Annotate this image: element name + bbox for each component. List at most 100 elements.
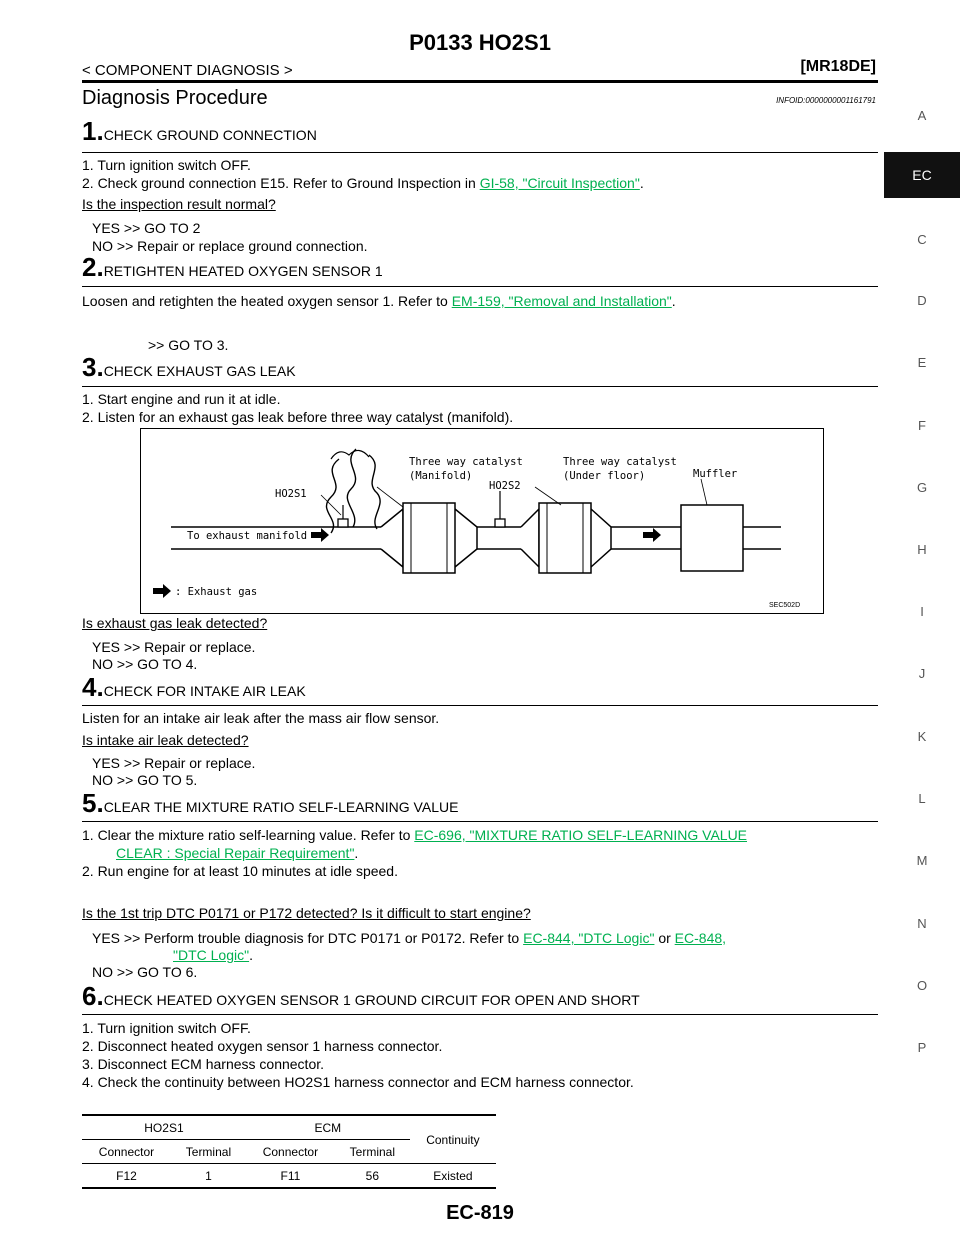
link-ec-696-cont[interactable]: CLEAR : Special Repair Requirement": [116, 845, 355, 861]
label-muffler: Muffler: [693, 468, 737, 480]
step-5-header: 5.CLEAR THE MIXTURE RATIO SELF-LEARNING …: [82, 790, 878, 822]
table-cell: 56: [334, 1163, 410, 1189]
table-cell: F11: [245, 1163, 335, 1189]
step-6-line-2: 2. Disconnect heated oxygen sensor 1 har…: [82, 1038, 443, 1054]
header-rule: [82, 80, 878, 83]
label-ho2s1: HO2S1: [275, 488, 307, 500]
side-index-n[interactable]: N: [917, 916, 927, 931]
step-4-question: Is intake air leak detected?: [82, 732, 249, 748]
smoke-icon: [325, 458, 340, 534]
label-three-way-under: Three way catalyst: [563, 456, 677, 468]
table-cell: 1: [170, 1163, 246, 1189]
side-index-o[interactable]: O: [916, 978, 928, 993]
step-heading: CHECK EXHAUST GAS LEAK: [103, 363, 296, 379]
side-index-g[interactable]: G: [916, 480, 928, 495]
side-index-m[interactable]: M: [916, 853, 928, 868]
link-ec-848-cont[interactable]: "DTC Logic": [173, 947, 250, 963]
side-index-k[interactable]: K: [917, 729, 927, 744]
step-1-header: 1.CHECK GROUND CONNECTION: [82, 118, 878, 153]
step-number: 1.: [82, 116, 104, 146]
side-index-ec[interactable]: EC: [884, 152, 960, 198]
side-index-f[interactable]: F: [918, 418, 926, 433]
link-ec-844[interactable]: EC-844, "DTC Logic": [523, 930, 655, 946]
flow-arrow-icon: [643, 528, 661, 542]
step-number: 2.: [82, 252, 104, 282]
side-index-a[interactable]: A: [917, 108, 927, 123]
table-header-row: HO2S1 ECM Continuity: [82, 1114, 496, 1164]
section-title: Diagnosis Procedure: [82, 87, 268, 109]
step-2-header: 2.RETIGHTEN HEATED OXYGEN SENSOR 1: [82, 254, 878, 287]
label-to-exhaust-manifold: To exhaust manifold: [187, 530, 307, 542]
table-row: F12 1 F11 56 Existed: [82, 1163, 496, 1189]
link-ec-848[interactable]: EC-848,: [674, 930, 727, 946]
th-ecm: ECM: [245, 1114, 410, 1140]
step-3-line-1: 1. Start engine and run it at idle.: [82, 391, 281, 407]
th-terminal: Terminal: [334, 1139, 410, 1164]
step-2-go: >> GO TO 3.: [148, 337, 229, 353]
side-index-h[interactable]: H: [917, 542, 927, 557]
step-heading: RETIGHTEN HEATED OXYGEN SENSOR 1: [103, 263, 383, 279]
flow-arrow-icon: [311, 528, 329, 542]
step-3-no: NO >> GO TO 4.: [92, 656, 198, 672]
step-1-line-1: 1. Turn ignition switch OFF.: [82, 157, 251, 173]
exhaust-diagram: Three way catalyst (Manifold) Three way …: [140, 428, 824, 614]
step-4-yes: YES >> Repair or replace.: [92, 755, 256, 771]
info-id: INFOID:0000000001161791: [776, 96, 876, 105]
smoke-icon: [346, 448, 357, 528]
th-ho2s1: HO2S1: [82, 1114, 246, 1140]
step-6-line-3: 3. Disconnect ECM harness connector.: [82, 1056, 325, 1072]
th-connector: Connector: [245, 1139, 335, 1164]
table-cell: Existed: [409, 1163, 496, 1189]
step-1-no: NO >> Repair or replace ground connectio…: [92, 238, 368, 254]
side-index-e[interactable]: E: [917, 355, 927, 370]
step-1-yes: YES >> GO TO 2: [92, 220, 201, 236]
legend-arrow-icon: [153, 584, 171, 598]
step-number: 4.: [82, 672, 104, 702]
ho2s1-sensor-icon: [337, 518, 349, 528]
side-index-i[interactable]: I: [920, 604, 924, 619]
side-index-j[interactable]: J: [918, 666, 926, 681]
figure-code: SEC502D: [769, 602, 800, 609]
th-terminal: Terminal: [170, 1139, 246, 1164]
side-index-l[interactable]: L: [918, 791, 926, 806]
step-5-no: NO >> GO TO 6.: [92, 964, 198, 980]
step-number: 3.: [82, 352, 104, 382]
step-heading: CHECK FOR INTAKE AIR LEAK: [103, 683, 306, 699]
step-5-line-2: 2. Run engine for at least 10 minutes at…: [82, 863, 398, 879]
step-1-question: Is the inspection result normal?: [82, 196, 276, 212]
th-connector: Connector: [82, 1139, 171, 1164]
step-6-line-1: 1. Turn ignition switch OFF.: [82, 1020, 251, 1036]
step-5-question: Is the 1st trip DTC P0171 or P172 detect…: [82, 905, 531, 921]
step-6-header: 6.CHECK HEATED OXYGEN SENSOR 1 GROUND CI…: [82, 983, 878, 1015]
breadcrumb: < COMPONENT DIAGNOSIS >: [82, 62, 293, 79]
step-5-yes-cont: "DTC Logic".: [173, 947, 253, 963]
smoke-icon: [368, 454, 381, 530]
step-3-line-2: 2. Listen for an exhaust gas leak before…: [82, 409, 514, 425]
step-heading: CLEAR THE MIXTURE RATIO SELF-LEARNING VA…: [103, 799, 459, 815]
continuity-table: HO2S1 ECM Continuity Connector Terminal …: [82, 1114, 496, 1189]
page-title: P0133 HO2S1: [409, 30, 551, 55]
side-index-c[interactable]: C: [917, 232, 927, 247]
step-heading: CHECK HEATED OXYGEN SENSOR 1 GROUND CIRC…: [103, 992, 640, 1008]
th-continuity: Continuity: [409, 1114, 496, 1164]
step-2-line-1: Loosen and retighten the heated oxygen s…: [82, 293, 676, 309]
step-4-header: 4.CHECK FOR INTAKE AIR LEAK: [82, 674, 878, 706]
link-ec-696[interactable]: EC-696, "MIXTURE RATIO SELF-LEARNING VAL…: [414, 827, 748, 843]
label-three-way-manifold: Three way catalyst: [409, 456, 523, 468]
table-cell: F12: [82, 1163, 171, 1189]
step-3-question: Is exhaust gas leak detected?: [82, 615, 268, 631]
engine-code: [MR18DE]: [800, 58, 876, 75]
label-under-floor: (Under floor): [563, 470, 645, 482]
step-3-header: 3.CHECK EXHAUST GAS LEAK: [82, 354, 878, 387]
label-ho2s2: HO2S2: [489, 480, 521, 492]
step-4-no: NO >> GO TO 5.: [92, 772, 198, 788]
label-manifold: (Manifold): [409, 470, 472, 482]
table-subheader-row: Connector Terminal Connector Terminal: [82, 1139, 496, 1164]
side-index-p[interactable]: P: [917, 1040, 927, 1055]
muffler-icon: [680, 504, 744, 572]
side-index-d[interactable]: D: [917, 293, 927, 308]
link-gi-58[interactable]: GI-58, "Circuit Inspection": [479, 175, 640, 191]
link-em-159[interactable]: EM-159, "Removal and Installation": [451, 293, 672, 309]
step-1-line-2: 2. Check ground connection E15. Refer to…: [82, 175, 644, 191]
ho2s2-sensor-icon: [494, 518, 506, 528]
